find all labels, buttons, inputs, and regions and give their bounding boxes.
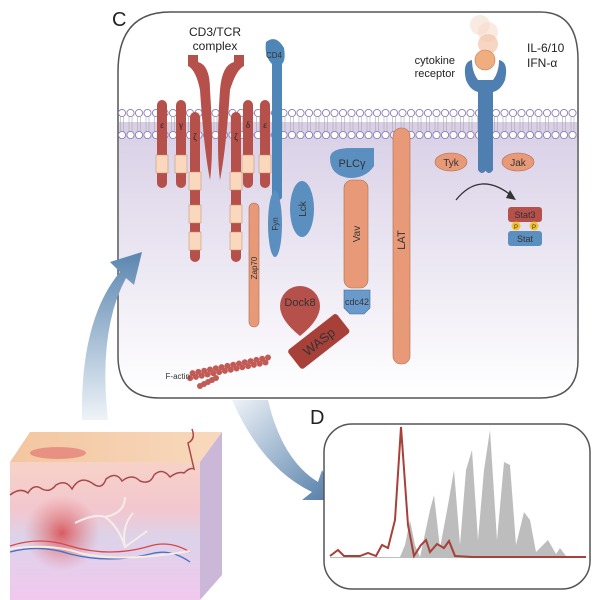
jak-label: Jak <box>510 158 527 169</box>
lat <box>392 127 411 365</box>
dock8 <box>280 286 320 336</box>
cd4: CD4 <box>265 39 285 201</box>
vav <box>343 179 369 289</box>
cd3-chain: δ <box>241 100 255 188</box>
cd3-chain: ζ <box>229 112 243 262</box>
fyn <box>268 191 282 257</box>
stat-dimer: Stat3 P P Stat <box>508 207 542 246</box>
chain-label: γ <box>178 120 183 130</box>
tcr-label-2: complex <box>193 39 238 53</box>
arrow-cell-to-trace <box>232 400 338 500</box>
jak <box>501 152 535 172</box>
plc-label: PLCγ <box>339 158 366 170</box>
phospho-icon <box>529 221 539 231</box>
arrowhead-icon <box>506 190 516 200</box>
patient-spectratype-trace <box>329 426 586 559</box>
cd3-chain: γ <box>174 100 188 188</box>
cytokine-receptor: cytokine receptor IL-6/10 IFN-α <box>415 15 565 173</box>
cytokine-receptor-label-2: receptor <box>415 68 456 80</box>
panel-c-label: C <box>112 9 126 31</box>
phosphorylation-arrow <box>455 183 513 201</box>
phospho-label: P <box>532 225 536 231</box>
cd3-chain: ε <box>258 100 272 188</box>
zap70 <box>248 202 260 328</box>
f-actin-label: F-actin <box>166 372 190 381</box>
tcr-label: CD3/TCR <box>189 25 241 39</box>
chain-label: ζ <box>193 132 197 142</box>
cytokine-ligand-label-2: IFN-α <box>527 56 557 70</box>
lat-label: LAT <box>396 230 408 250</box>
zap70-label: Zap70 <box>250 256 259 279</box>
cdc42 <box>343 289 371 315</box>
fyn-label: Fyn <box>271 217 280 230</box>
lck-label: Lck <box>298 200 309 217</box>
vav-label: Vav <box>352 226 363 243</box>
dock8-label: Dock8 <box>284 297 315 309</box>
cytokine-ligand <box>474 49 496 71</box>
chain-label: ζ <box>234 132 238 142</box>
skin-tissue-block <box>9 428 222 600</box>
chain-label: ε <box>160 120 164 130</box>
cytokine-receptor-label: cytokine <box>415 55 455 67</box>
tyk <box>434 152 468 172</box>
cd4-label: CD4 <box>266 51 283 60</box>
f-actin-filament <box>187 354 271 389</box>
tyk-label: Tyk <box>443 158 460 169</box>
control-spectratype-trace <box>330 430 586 558</box>
chain-label: δ <box>246 120 250 130</box>
panel-d-label: D <box>310 407 324 429</box>
chain-label: ε <box>263 120 267 130</box>
plc-gamma <box>330 148 374 178</box>
cd3-chain: ε <box>155 100 169 188</box>
stat3-label: Stat3 <box>514 210 535 220</box>
cytokine-ligand-label: IL-6/10 <box>527 41 565 55</box>
phospho-label: P <box>514 225 518 231</box>
phospho-icon <box>511 221 521 231</box>
arrow-skin-to-cell <box>81 252 142 420</box>
panel-d <box>323 423 591 590</box>
cd3-chain: ζ <box>188 112 202 262</box>
lck <box>290 181 314 237</box>
cdc42-label: cdc42 <box>345 297 369 307</box>
stat-label: Stat <box>517 234 534 244</box>
